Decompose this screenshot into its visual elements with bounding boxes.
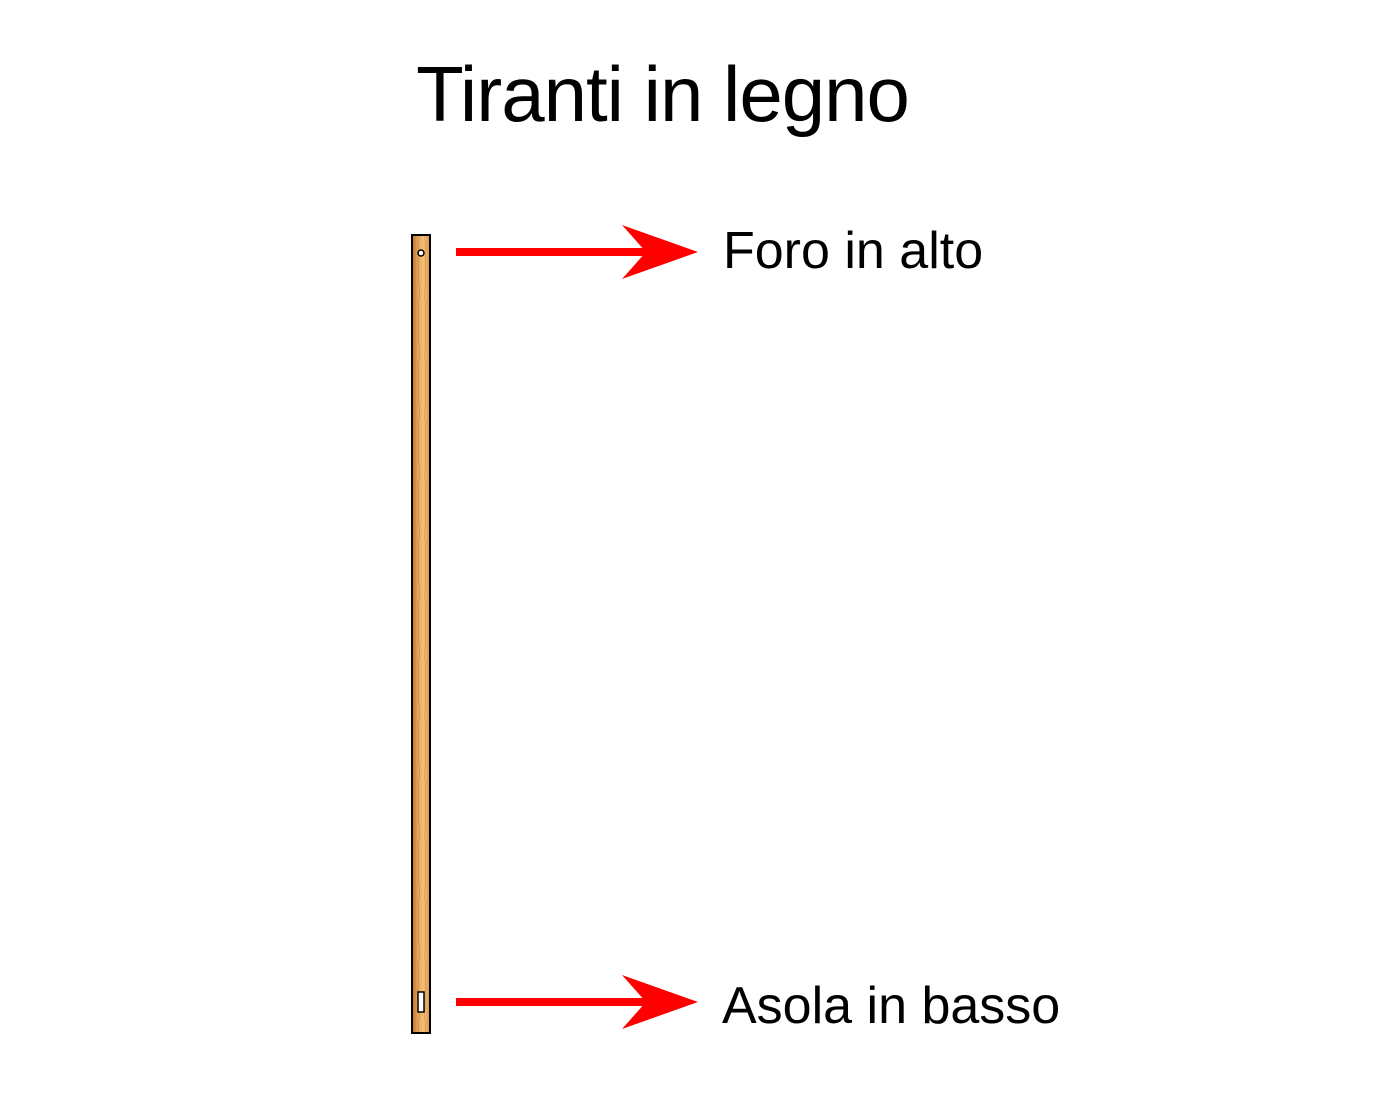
slot-icon [417,991,425,1013]
hole-icon [417,249,425,257]
arrow-bottom [456,975,698,1029]
label-bottom-slot: Asola in basso [722,977,1061,1035]
diagram-title: Tiranti in legno [416,50,910,138]
arrow-top [456,225,698,279]
wooden-tie-rod [411,234,431,1034]
label-top-hole: Foro in alto [723,222,984,280]
